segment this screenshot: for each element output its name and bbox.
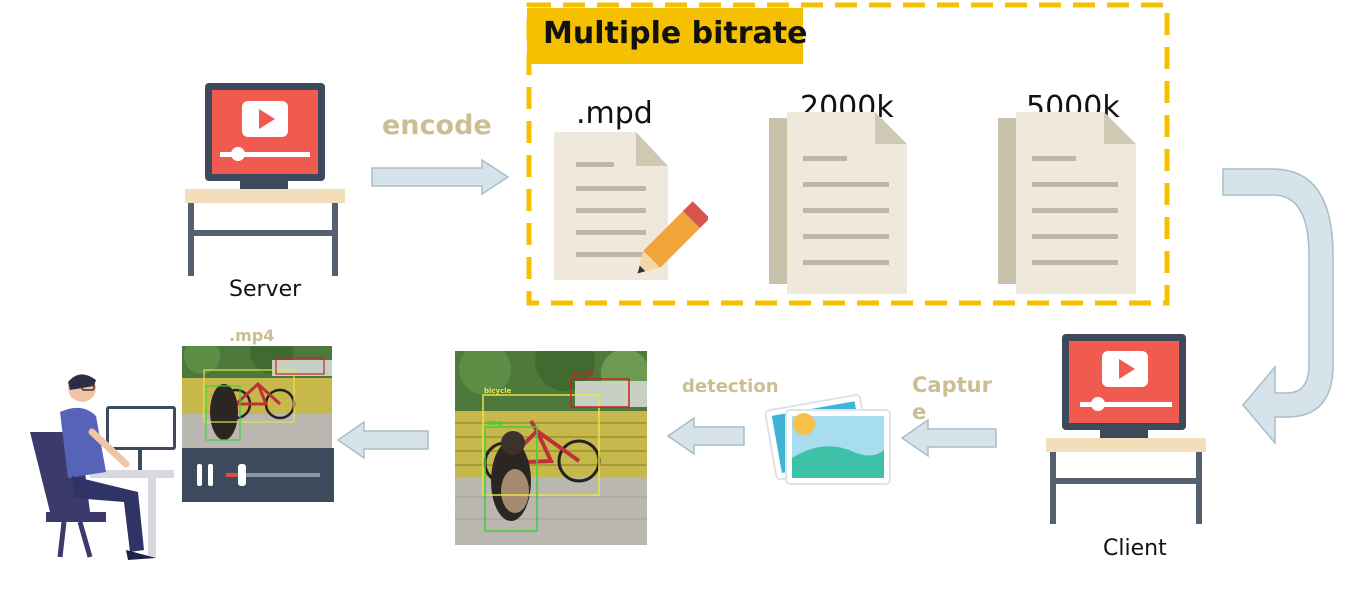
client-label: Client [1103,536,1167,561]
bitrate-5000k-file-icon [998,112,1136,294]
mpd-label: .mpd [576,96,653,131]
server-label: Server [229,277,302,302]
capture-label: Captur e [912,373,992,424]
mp4-label: .mp4 [229,326,275,345]
multiple-bitrate-title: Multiple bitrate [543,16,808,51]
multiple-bitrate-title-box [527,8,803,64]
photos-icon [764,393,891,485]
multiple-bitrate-group [526,2,1170,306]
detection-arrow-icon [666,416,745,456]
mpd-file-icon [554,132,708,280]
tag-truck: truck [573,370,594,378]
client-desk-icon [1046,334,1206,524]
tag-bicycle: bicycle [484,387,512,395]
output-arrow-icon [336,420,429,460]
mp4-player [182,346,334,502]
encode-arrow-icon [371,158,510,196]
detection-label: detection [682,376,779,397]
detection-frame-image [455,351,647,545]
bitrate-2000k-file-icon [769,112,907,294]
tag-dog: dog [487,419,502,427]
user-at-computer-icon [30,374,176,560]
curved-arrow-icon [1222,168,1334,446]
encode-label: encode [382,110,492,141]
server-desk-icon [185,83,345,276]
capture-arrow-icon [900,418,997,458]
